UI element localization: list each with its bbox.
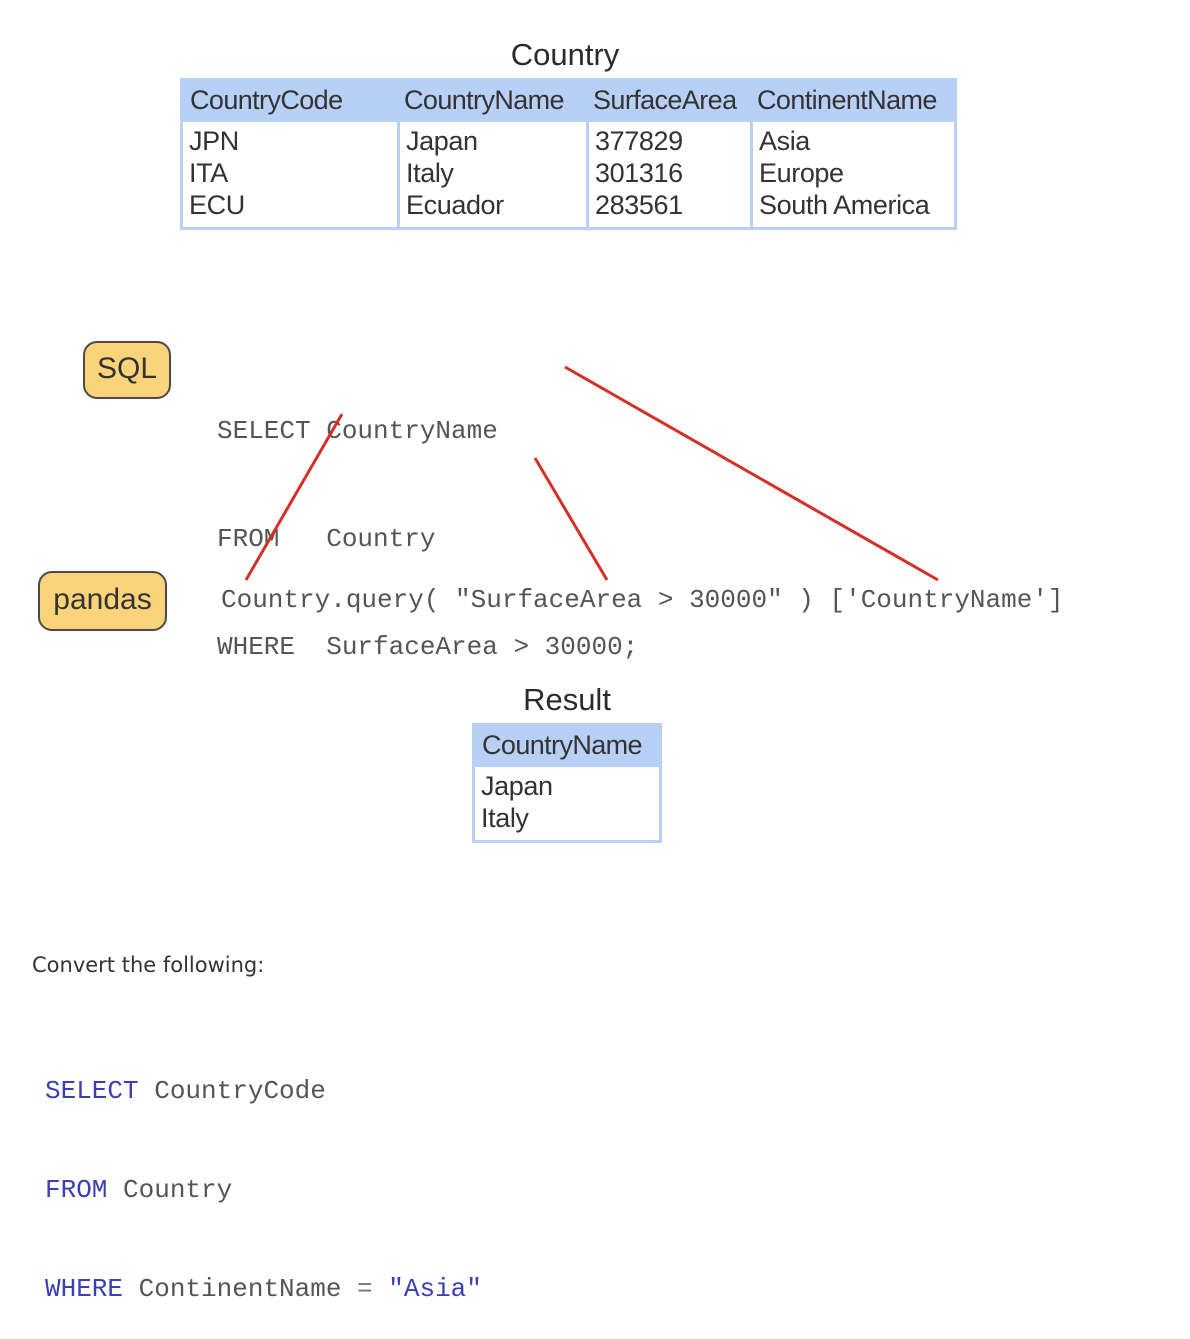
pandas-badge: pandas — [38, 571, 167, 631]
sql-keyword: FROM — [45, 1175, 108, 1205]
country-table: CountryCode CountryName SurfaceArea Cont… — [180, 78, 957, 230]
sql-identifier: ContinentName — [123, 1274, 342, 1304]
table-cell: South America — [759, 190, 930, 220]
sql-string-literal: "Asia" — [388, 1274, 482, 1304]
table-cell: 301316 — [595, 158, 683, 188]
table-cell: Europe — [759, 158, 844, 188]
sql-keyword: SELECT — [45, 1076, 139, 1106]
sql-identifier: CountryCode — [138, 1076, 326, 1106]
exercise-code-block: SELECT CountryCode FROM Country WHERE Co… — [45, 1009, 482, 1339]
table-cell: Ecuador — [406, 190, 504, 220]
table-cell: Asia — [759, 126, 810, 156]
exercise-line-select: SELECT CountryCode — [45, 1075, 482, 1108]
table-cell: ITA — [189, 158, 228, 188]
table-cell: Japan — [481, 771, 553, 801]
sql-badge: SQL — [83, 341, 171, 399]
table-cell-continentname: Asia Europe South America — [750, 122, 954, 227]
exercise-line-where: WHERE ContinentName = "Asia" — [45, 1273, 482, 1306]
table-cell: ECU — [189, 190, 245, 220]
table-cell-countryname: Japan Italy Ecuador — [397, 122, 586, 227]
exercise-line-from: FROM Country — [45, 1174, 482, 1207]
column-header: CountryName — [397, 81, 586, 122]
table-cell: 283561 — [595, 190, 683, 220]
sql-line-from: FROM Country — [217, 524, 436, 554]
table-cell: JPN — [189, 126, 239, 156]
column-header: CountryCode — [183, 81, 397, 122]
result-table-body: Japan Italy — [475, 767, 659, 840]
column-header: ContinentName — [750, 81, 954, 122]
sql-keyword: WHERE — [45, 1274, 124, 1304]
table-cell-countrycode: JPN ITA ECU — [183, 122, 397, 227]
country-table-header: CountryCode CountryName SurfaceArea Cont… — [183, 81, 954, 122]
result-table-title: Result — [523, 682, 611, 717]
country-table-body: JPN ITA ECU Japan Italy Ecuador 377829 3… — [183, 122, 954, 227]
column-header: CountryName — [475, 726, 659, 767]
result-table: CountryName Japan Italy — [472, 723, 662, 843]
sql-code-block: SELECT CountryName FROM Country WHERE Su… — [217, 341, 638, 701]
table-cell: 377829 — [595, 126, 683, 156]
country-table-title: Country — [510, 37, 620, 72]
sql-line-where: WHERE SurfaceArea > 30000; — [217, 632, 639, 662]
table-cell: Italy — [406, 158, 454, 188]
exercise-prompt: Convert the following: — [32, 953, 265, 977]
table-cell: Italy — [481, 803, 529, 833]
column-header: SurfaceArea — [586, 81, 750, 122]
pandas-code: Country.query( "SurfaceArea > 30000" ) [… — [221, 585, 1064, 615]
sql-line-select: SELECT CountryName — [217, 416, 498, 446]
result-table-header: CountryName — [475, 726, 659, 767]
sql-identifier: Country — [107, 1175, 233, 1205]
table-cell-surfacearea: 377829 301316 283561 — [586, 122, 750, 227]
table-cell-countryname: Japan Italy — [475, 767, 659, 840]
table-cell: Japan — [406, 126, 478, 156]
sql-operator: = — [341, 1274, 389, 1304]
